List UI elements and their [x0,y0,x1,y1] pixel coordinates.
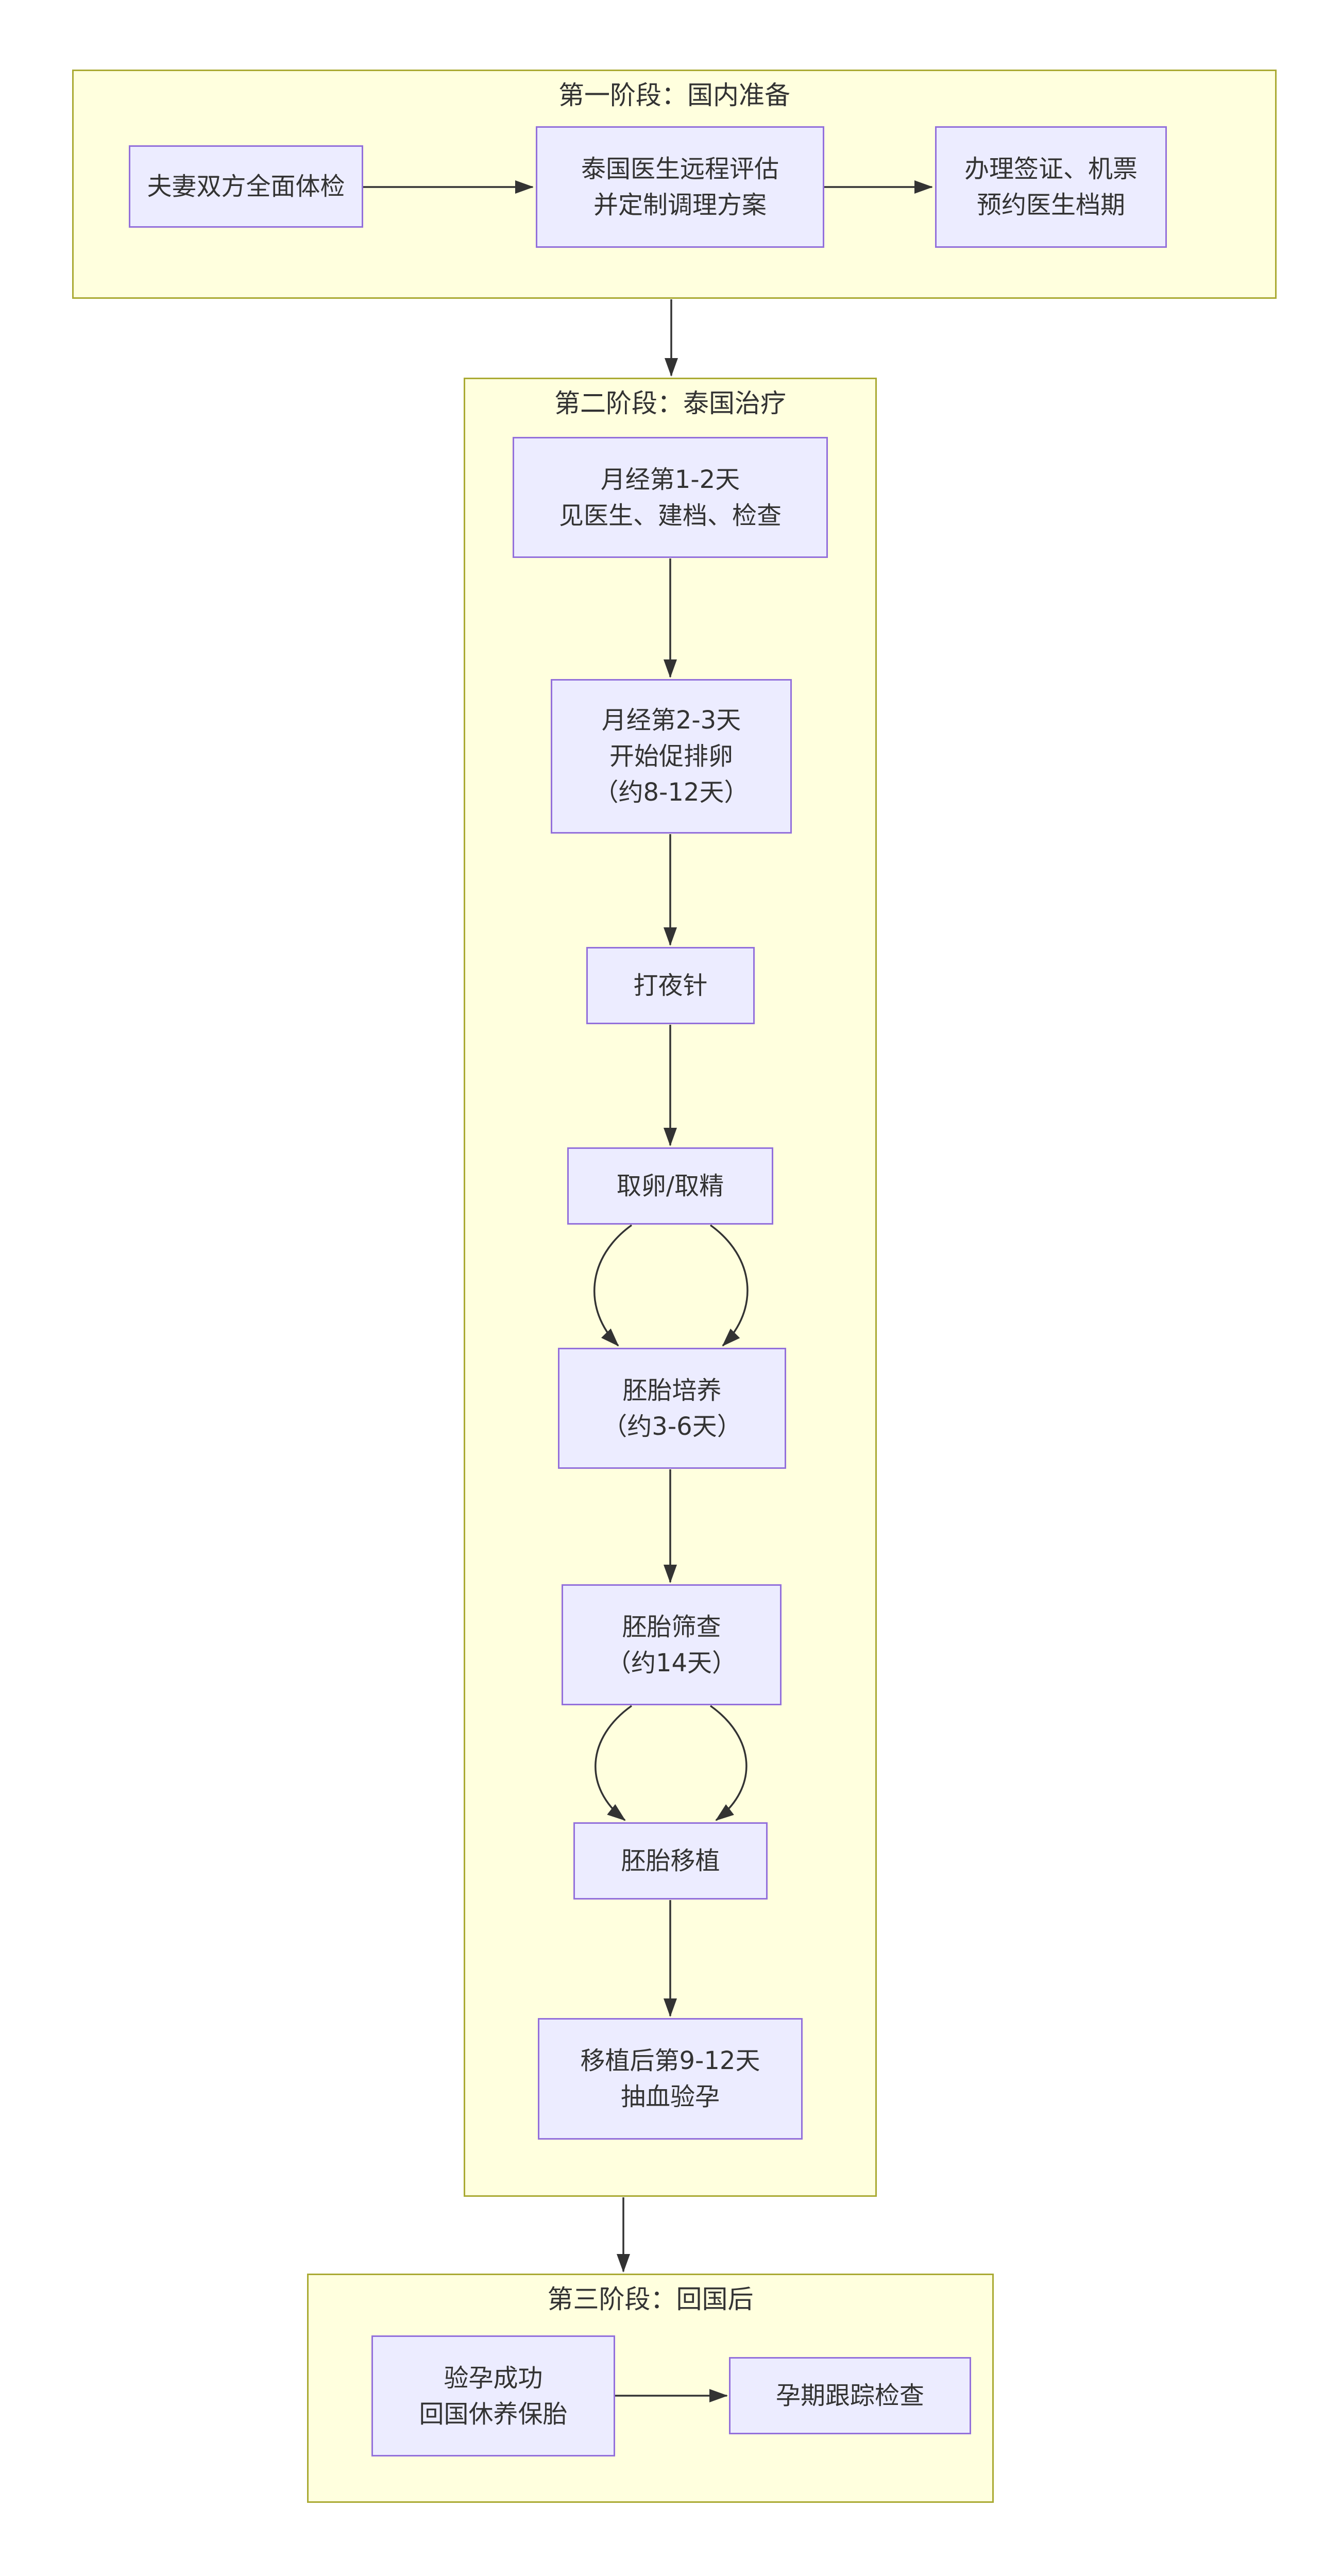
phase3-title: 第三阶段：回国后 [547,2284,754,2314]
node-line: 夫妻双方全面体检 [147,172,345,201]
node-line: 见医生、建档、检查 [558,501,782,530]
node-line: 预约医生档期 [976,191,1125,219]
node-day1-2-see-doctor: 月经第1-2天 见医生、建档、检查 [513,437,828,558]
node-pregnancy-blood-test: 移植后第9-12天 抽血验孕 [538,2018,803,2140]
node-line: 孕期跟踪检查 [775,2381,924,2410]
node-couple-full-checkup: 夫妻双方全面体检 [129,145,363,228]
node-line: 取卵/取精 [616,1172,724,1200]
node-line: 胚胎筛查 [622,1612,721,1641]
node-line: （约14天） [606,1648,737,1677]
node-line: 开始促排卵 [609,742,733,771]
node-line: 月经第1-2天 [600,465,740,494]
node-line: 胚胎移植 [621,1846,720,1875]
node-embryo-screening: 胚胎筛查 （约14天） [562,1584,782,1705]
node-line: 打夜针 [633,971,708,1000]
node-line: （约3-6天） [602,1412,742,1441]
node-visa-tickets-booking: 办理签证、机票 预约医生档期 [935,126,1167,248]
node-egg-sperm-retrieval: 取卵/取精 [567,1147,773,1225]
node-remote-evaluation-plan: 泰国医生远程评估 并定制调理方案 [536,126,824,248]
node-trigger-shot: 打夜针 [586,947,755,1024]
cluster-phase2-thailand-treatment: 第二阶段：泰国治疗 [464,378,877,2197]
node-embryo-transfer: 胚胎移植 [573,1822,768,1900]
node-line: 验孕成功 [444,2363,543,2393]
node-line: 办理签证、机票 [964,155,1138,183]
node-embryo-culture: 胚胎培养 （约3-6天） [558,1348,786,1469]
node-line: 并定制调理方案 [593,191,767,219]
node-day2-3-stimulation: 月经第2-3天 开始促排卵 （约8-12天） [551,679,792,834]
node-line: 抽血验孕 [620,2082,720,2111]
node-line: 泰国医生远程评估 [581,155,779,183]
node-line: 月经第2-3天 [601,706,741,735]
node-line: 移植后第9-12天 [580,2046,760,2075]
node-line: 回国休养保胎 [419,2399,568,2429]
node-pregnancy-followup-checks: 孕期跟踪检查 [729,2357,971,2434]
node-line: （约8-12天） [593,778,749,807]
node-line: 胚胎培养 [622,1376,722,1405]
phase1-title: 第一阶段：国内准备 [558,80,790,110]
node-pregnancy-success-rest: 验孕成功 回国休养保胎 [371,2335,615,2456]
phase2-title: 第二阶段：泰国治疗 [554,388,786,418]
